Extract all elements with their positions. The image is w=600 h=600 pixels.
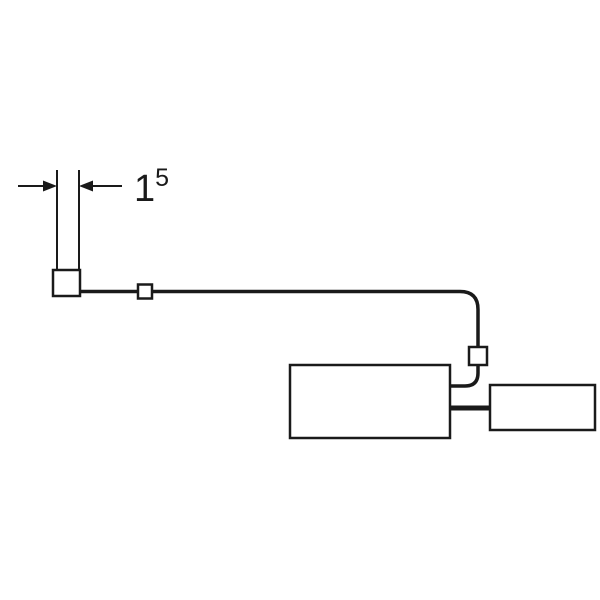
dimension-annotation: 15 [18,164,169,210]
cable-into-control-box [450,365,480,388]
actuator-box [51,268,82,298]
dimension-arrow-left-icon [43,180,57,192]
cable-connector-small [136,283,154,300]
cable-connector-plug [467,345,489,367]
measured-profile-lines [56,170,80,271]
dimension-superscript: 5 [155,164,169,192]
dimension-label: 15 [134,164,169,210]
dimension-arrow-right-icon [79,180,93,192]
cable-run [80,289,480,348]
dimension-value: 1 [134,168,155,210]
power-supply-box [488,383,597,432]
control-unit-box [288,363,452,440]
